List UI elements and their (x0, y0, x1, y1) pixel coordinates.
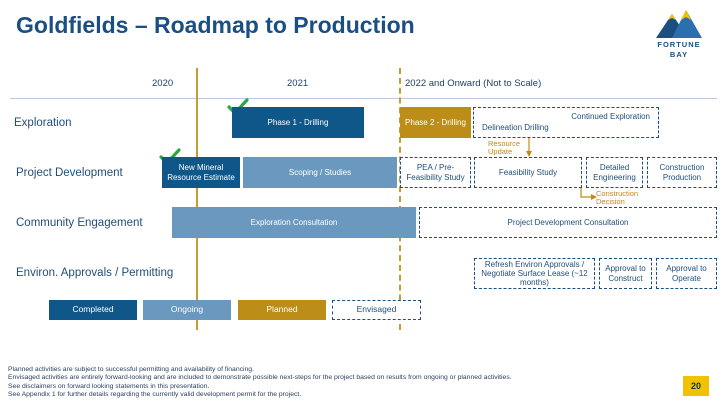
row-label-community-engagement: Community Engagement (16, 217, 143, 229)
legend-ongoing: Ongoing (143, 300, 231, 320)
page-number: 20 (683, 376, 709, 396)
row-label-project-development: Project Development (16, 167, 123, 179)
exploration-consultation-bar: Exploration Consultation (172, 207, 416, 238)
company-logo: FORTUNE BAY (648, 6, 710, 66)
logo-text-bay: BAY (669, 50, 689, 59)
detailed-engineering-box: Detailed Engineering (586, 157, 643, 188)
year-2021: 2021 (287, 78, 309, 89)
scoping-studies-bar: Scoping / Studies (243, 157, 397, 188)
feasibility-study-box: Feasibility Study (474, 157, 582, 188)
phase2-drilling-bar: Phase 2 - Drilling (400, 107, 471, 138)
pea-prefeasibility-box: PEA / Pre-Feasibility Study (400, 157, 471, 188)
mountain-logo-icon (656, 10, 702, 38)
footnotes: Planned activities are subject to succes… (8, 366, 512, 400)
page-title: Goldfields – Roadmap to Production (16, 12, 415, 38)
footnote-line: See Appendix 1 for further details regar… (8, 391, 302, 399)
legend-envisaged: Envisaged (332, 300, 421, 320)
row-label-exploration: Exploration (14, 117, 72, 129)
refresh-environ-approvals-box: Refresh Environ Approvals / Negotiate Su… (474, 258, 595, 289)
footnote-line: Planned activities are subject to succes… (8, 366, 254, 373)
timeline-divider-current (196, 68, 198, 330)
footnote-line: See disclaimers on forward looking state… (8, 382, 210, 390)
continued-exploration-box: Continued Exploration Delineation Drilli… (473, 107, 659, 138)
header-divider (10, 98, 717, 99)
project-development-consultation-box: Project Development Consultation (419, 207, 717, 238)
new-mineral-resource-estimate-bar: New Mineral Resource Estimate (162, 157, 240, 188)
phase1-drilling-bar: Phase 1 - Drilling (232, 107, 364, 138)
resource-update-note: Resource Update (488, 139, 521, 157)
year-2020: 2020 (152, 78, 174, 89)
construction-production-box: Construction Production (647, 157, 717, 188)
approval-to-operate-box: Approval to Operate (656, 258, 717, 289)
legend-planned: Planned (238, 300, 326, 320)
logo-text-fortune: FORTUNE (657, 40, 701, 49)
construction-decision-note: Construction Decision (596, 189, 639, 207)
arrow-down-icon (526, 138, 532, 157)
row-label-permitting: Environ. Approvals / Permitting (16, 267, 174, 279)
timeline-divider-future (399, 68, 401, 330)
legend-completed: Completed (49, 300, 137, 320)
approval-to-construct-box: Approval to Construct (599, 258, 652, 289)
footnote-line: Envisaged activities are entirely forwar… (8, 374, 512, 382)
year-2022-onward: 2022 and Onward (Not to Scale) (405, 78, 542, 89)
continued-exploration-label: Continued Exploration (571, 112, 650, 121)
delineation-drilling-label: Delineation Drilling (482, 123, 549, 132)
arrow-right-icon (580, 188, 597, 200)
